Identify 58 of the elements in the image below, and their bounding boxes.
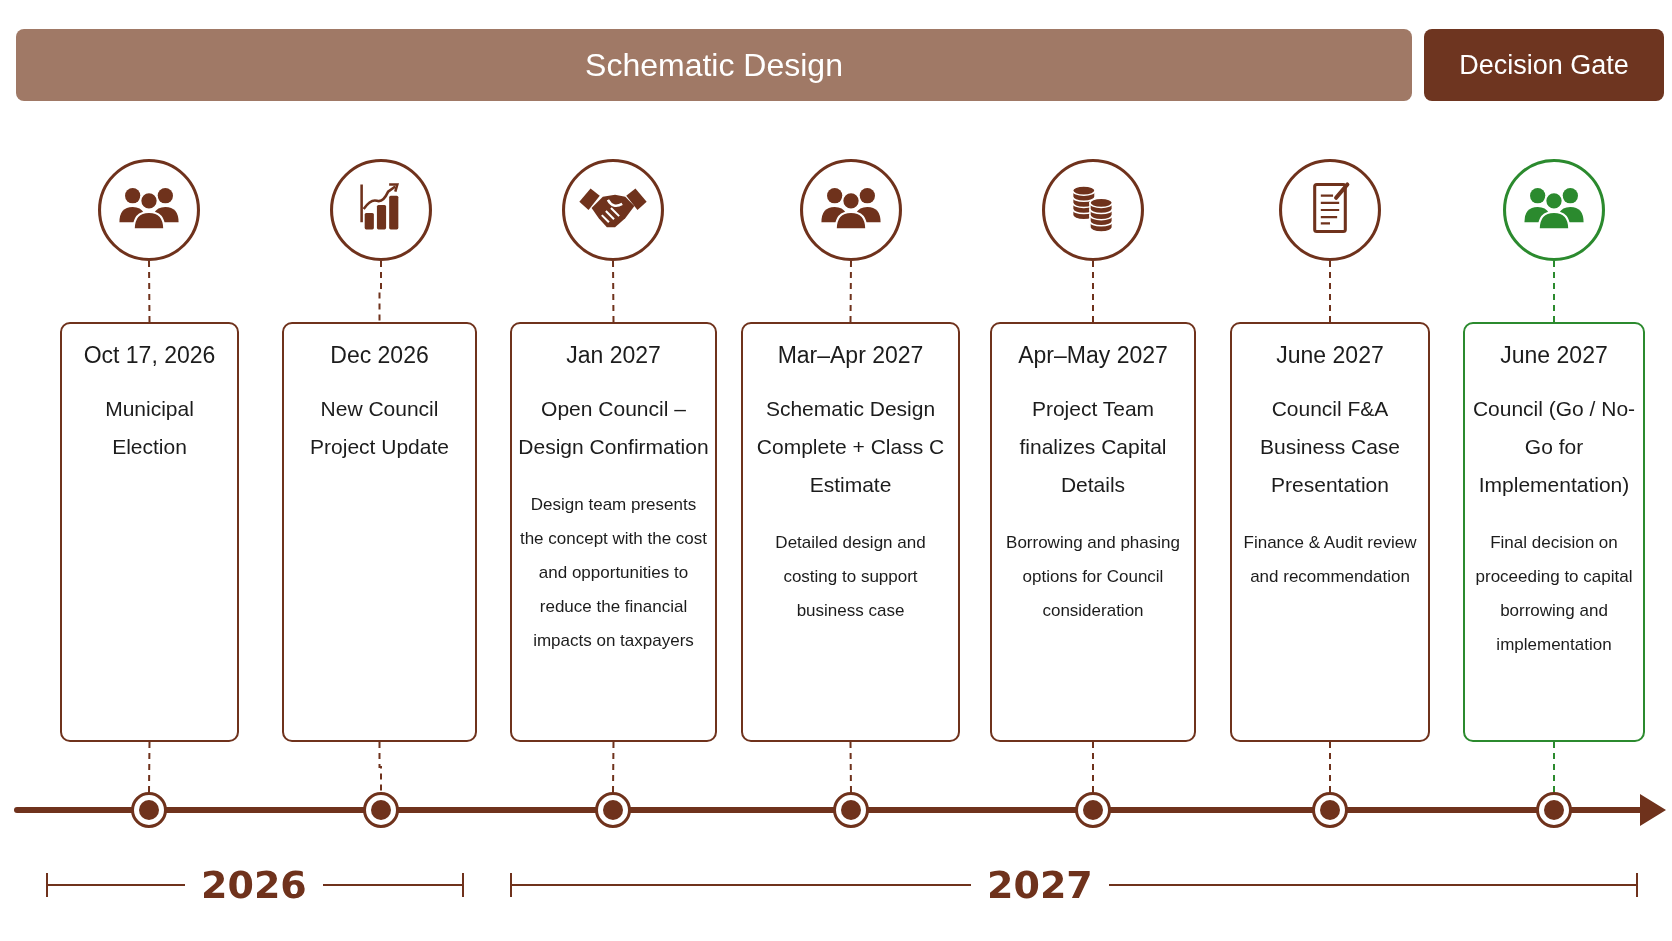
phase-banner: Decision Gate xyxy=(1424,29,1664,101)
dashed-connector xyxy=(378,741,382,793)
timeline-dot-icon xyxy=(595,792,631,828)
milestone-date: Apr–May 2027 xyxy=(1018,341,1168,370)
dashed-connector xyxy=(1553,260,1555,323)
milestone-description: Design team presents the concept with the cost and opportunities to reduce the financial impacts on taxpayers xyxy=(518,494,709,652)
dashed-connector xyxy=(1329,260,1331,323)
milestone-card xyxy=(282,322,477,742)
milestone-description: Finance & Audit review and recommendation xyxy=(1242,532,1418,588)
milestone-date: June 2027 xyxy=(1500,341,1608,370)
bar-chart-icon xyxy=(330,159,432,261)
coins-icon xyxy=(1042,159,1144,261)
milestone-date: Mar–Apr 2027 xyxy=(777,341,924,370)
milestone-card xyxy=(741,322,960,742)
milestone-description: Borrowing and phasing options for Council consideration xyxy=(1005,532,1181,622)
timeline-dot-icon xyxy=(1075,792,1111,828)
milestone-date: Jan 2027 xyxy=(566,341,661,370)
timeline-dot-icon xyxy=(363,792,399,828)
milestone-description: Final decision on proceeding to capital borrowing and implementation xyxy=(1474,532,1634,656)
dashed-connector xyxy=(1329,741,1331,793)
milestone-description: Detailed design and costing to support business case xyxy=(774,532,927,622)
milestone-title: Municipal Election xyxy=(104,396,195,460)
people-icon xyxy=(1503,159,1605,261)
timeline-dot-icon xyxy=(833,792,869,828)
handshake-icon xyxy=(562,159,664,261)
document-icon xyxy=(1279,159,1381,261)
people-icon xyxy=(800,159,902,261)
year-label: 2026 xyxy=(201,863,307,907)
milestone-title: Council (Go / No-Go for Implementation) xyxy=(1471,396,1637,498)
milestone-date: June 2027 xyxy=(1276,341,1384,370)
people-icon xyxy=(98,159,200,261)
milestone-title: New Council Project Update xyxy=(309,396,450,460)
milestone-title: Open Council – Design Confirmation xyxy=(518,396,709,460)
milestone-title: Project Team finalizes Capital Details xyxy=(1018,396,1168,498)
dashed-connector xyxy=(1553,741,1555,793)
dashed-connector xyxy=(612,260,615,323)
year-label: 2027 xyxy=(987,863,1093,907)
dashed-connector xyxy=(1092,741,1094,793)
milestone-date: Oct 17, 2026 xyxy=(83,341,216,370)
milestone-card xyxy=(510,322,717,742)
dashed-connector xyxy=(1092,260,1094,323)
milestone-card xyxy=(60,322,239,742)
phase-banner: Schematic Design xyxy=(16,29,1412,101)
milestone-card xyxy=(990,322,1196,742)
dashed-connector xyxy=(612,741,615,793)
dashed-connector xyxy=(378,260,382,323)
dashed-connector xyxy=(148,741,151,793)
milestone-card xyxy=(1230,322,1430,742)
milestone-card xyxy=(1463,322,1645,742)
milestone-title: Schematic Design Complete + Class C Estimate xyxy=(755,396,946,498)
dashed-connector xyxy=(849,260,852,323)
timeline-dot-icon xyxy=(1536,792,1572,828)
dashed-connector xyxy=(148,260,151,323)
dashed-connector xyxy=(849,741,852,793)
milestone-title: Council F&A Business Case Presentation xyxy=(1258,396,1402,498)
milestone-date: Dec 2026 xyxy=(330,341,429,370)
timeline-dot-icon xyxy=(131,792,167,828)
timeline-dot-icon xyxy=(1312,792,1348,828)
